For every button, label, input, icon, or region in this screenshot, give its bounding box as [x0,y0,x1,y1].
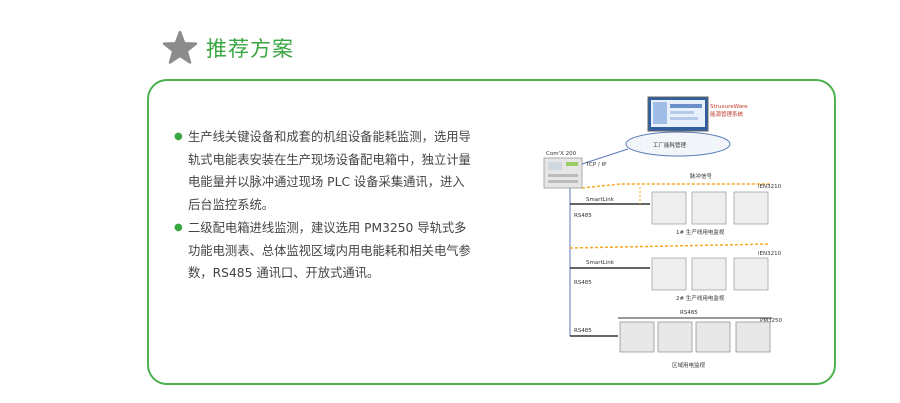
zone-label: 区域用电监视 [672,361,706,369]
gateway-label: Com'X 200 [546,151,577,157]
gateway-device-icon [543,157,583,189]
rs485-label-4: RS485 [574,328,592,334]
ien-label-2: iEN3210 [758,251,782,257]
ien-label-1: iEN3210 [758,184,782,190]
line1-label: 1# 生产线用电监视 [676,228,725,236]
pulse-label: 脉冲信号 [690,172,713,180]
content-panel [147,79,836,385]
pulse-signal-line [581,183,770,189]
meter-group-3 [619,321,771,353]
pulse-signal-line-2 [569,243,771,249]
bullet-list: ● 生产线关键设备和成套的机组设备能耗监测，选用导轨式电能表安装在生产现场设备配… [174,126,474,285]
rs485-label-1: RS485 [574,213,592,219]
bullet-dot-icon: ● [174,222,183,233]
star-icon [162,30,198,64]
section-header: 推荐方案 [162,28,294,68]
software-subtitle: 能源管理系统 [710,110,744,118]
rs485-label-3: RS485 [680,310,698,316]
smartlink-label-1: SmartLink [586,197,615,203]
monitor-icon [647,96,709,137]
energy-label: 工厂能耗管理 [653,141,687,149]
energy-management-ellipse [625,131,731,157]
bullet-dot-icon: ● [174,131,183,142]
meter-group-1 [651,191,769,225]
bullet-item: ● 生产线关键设备和成套的机组设备能耗监测，选用导轨式电能表安装在生产现场设备配… [174,126,474,216]
pm-label: PM3250 [760,318,783,324]
page-title: 推荐方案 [206,37,294,61]
meter-group-2 [651,257,769,291]
tcpip-label: TCP / IP [585,162,607,168]
system-diagram: StruxureWare 能源管理系统 工厂能耗管理 Com'X 200 TCP… [543,96,783,369]
smartlink-label-2: SmartLink [586,260,615,266]
line2-label: 2# 生产线用电监视 [676,294,725,302]
software-title: StruxureWare [710,104,748,110]
rs485-label-2: RS485 [574,280,592,286]
tcpip-link [581,148,629,165]
bullet-text: 生产线关键设备和成套的机组设备能耗监测，选用导轨式电能表安装在生产现场设备配电箱… [188,130,471,212]
bullet-item: ● 二级配电箱进线监测，建议选用 PM3250 导轨式多功能电测表、总体监视区域… [174,217,474,285]
bullet-text: 二级配电箱进线监测，建议选用 PM3250 导轨式多功能电测表、总体监视区域内用… [188,221,471,280]
